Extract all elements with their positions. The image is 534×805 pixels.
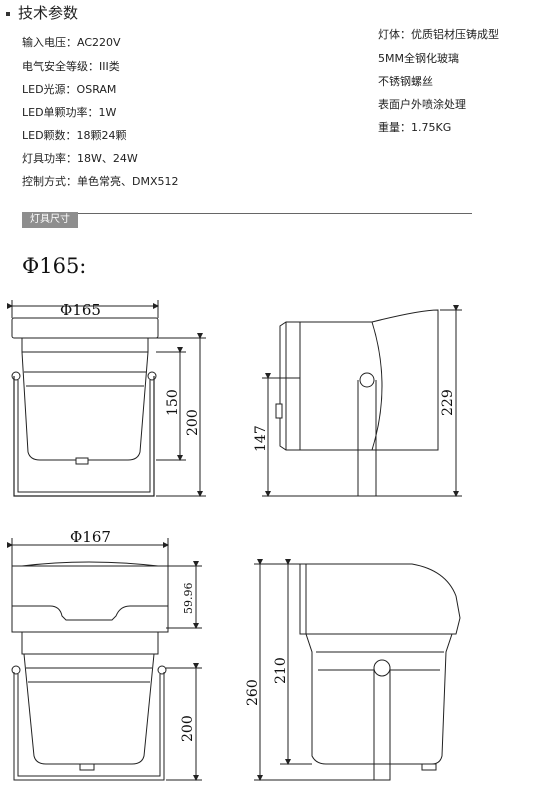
spec-weight: 重量：1.75KG [378,121,452,134]
size-section-label: 灯具尺寸 [22,212,78,228]
spec-led-power: LED单颗功率：1W [22,106,117,119]
side-view-165 [262,305,462,497]
divider [78,213,472,214]
dim-diameter-167: Φ167 [70,528,111,546]
dim-height-200-bottom: 200 [180,715,196,742]
bullet-icon [6,11,10,16]
dim-height-150: 150 [165,389,181,416]
spec-surface: 表面户外喷涂处理 [378,98,466,111]
spec-voltage: 输入电压：AC220V [22,36,121,49]
spec-led-count: LED颗数：18颗24颗 [22,129,127,142]
dim-height-210: 210 [273,657,289,684]
size-heading: Φ165: [22,254,87,278]
front-view-167 [7,538,202,781]
spec-screws: 不锈钢螺丝 [378,75,433,88]
dim-diameter-165: Φ165 [60,301,101,319]
dim-height-260: 260 [245,679,261,706]
section-title-text: 技术参数 [18,4,79,22]
spec-fixture-power: 灯具功率：18W、24W [22,152,138,165]
spec-body-material: 灯体：优质铝材压铸成型 [378,28,499,41]
dim-height-147: 147 [253,425,269,452]
side-view-167 [254,559,461,781]
dim-height-229: 229 [440,389,456,416]
dim-height-59-96: 59.96 [182,583,195,615]
spec-safety-class: 电气安全等级：III类 [22,60,120,73]
dim-height-200-top: 200 [185,409,201,436]
spec-glass: 5MM全钢化玻璃 [378,52,459,65]
size-section-bar: 灯具尺寸 [22,212,472,228]
spec-light-source: LED光源：OSRAM [22,83,117,96]
section-title: 技术参数 [6,2,78,23]
front-view-165 [7,300,206,497]
spec-control-mode: 控制方式：单色常亮、DMX512 [22,175,179,188]
